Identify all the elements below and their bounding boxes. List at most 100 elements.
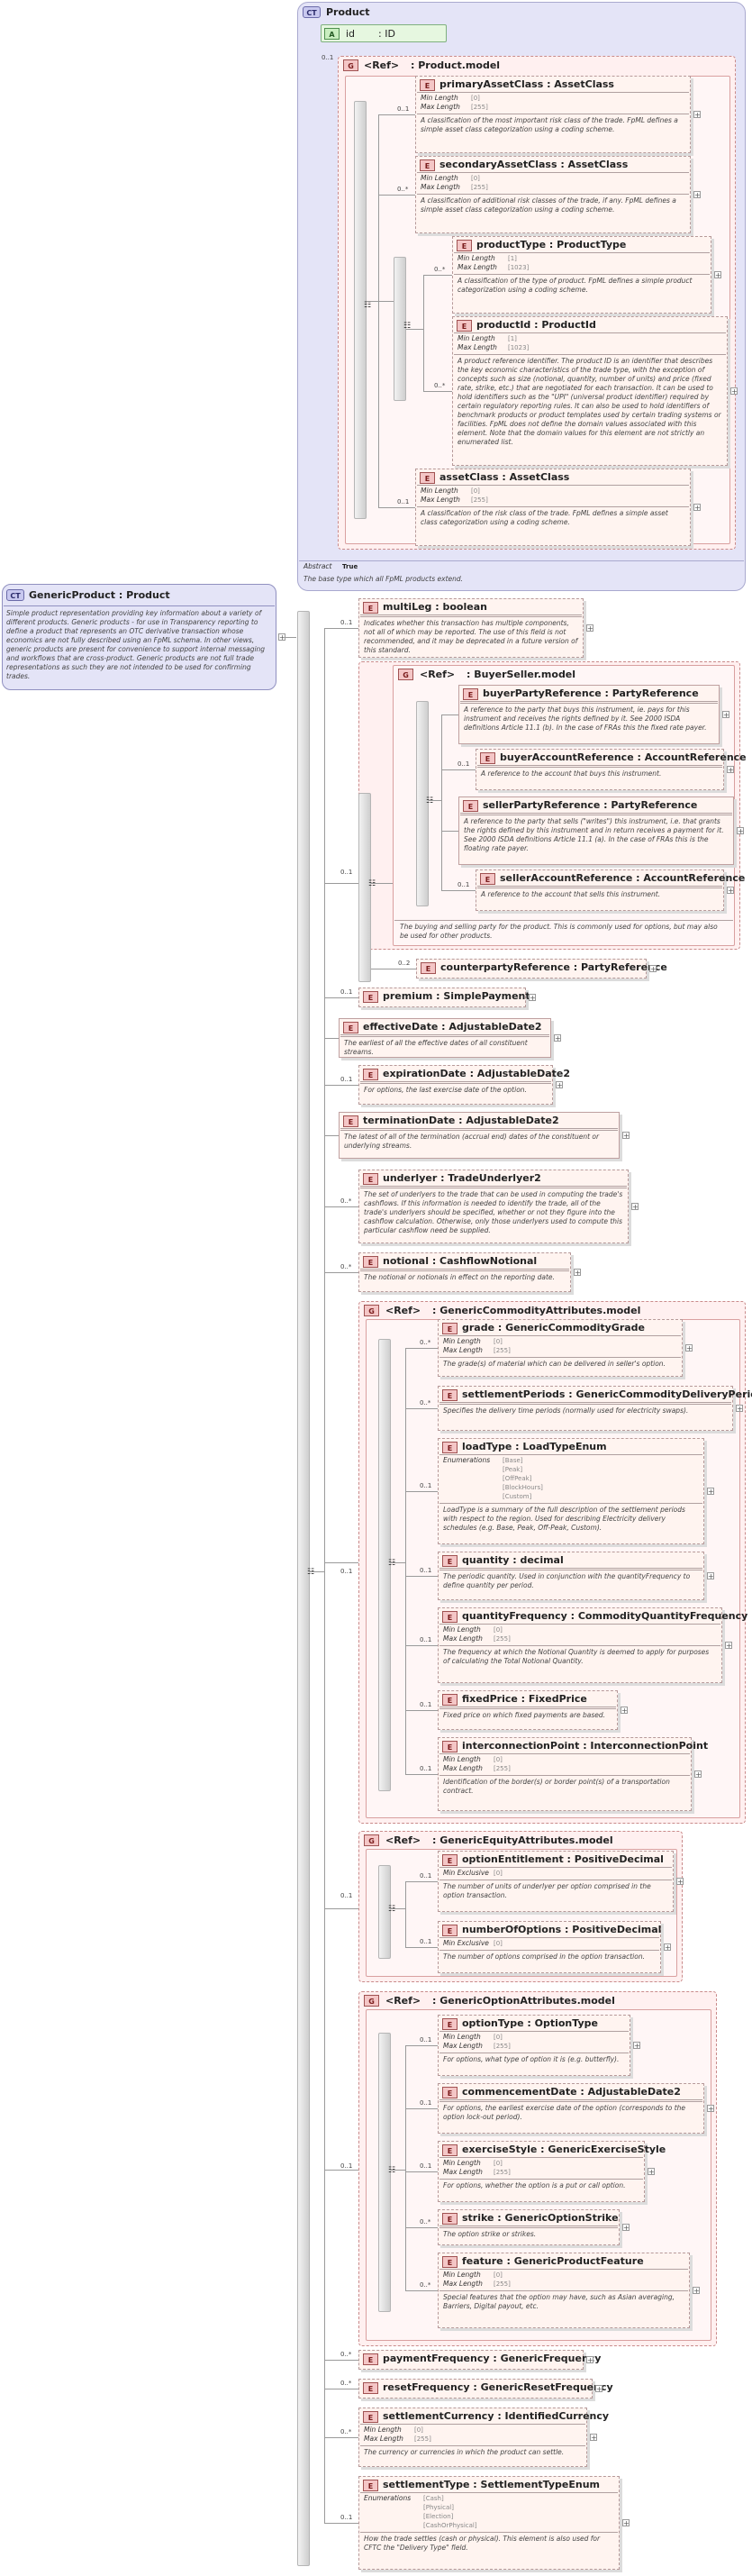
equity-sequence[interactable] <box>378 1865 391 1959</box>
buyerPartyReference-doc: A reference to the party that buys this … <box>464 705 707 732</box>
expand-icon[interactable]: + <box>649 965 657 973</box>
id-attribute[interactable] <box>321 24 447 42</box>
expand-icon[interactable]: + <box>736 1405 743 1413</box>
expand-icon[interactable]: + <box>693 2287 700 2295</box>
commodity-sequence[interactable] <box>378 1339 391 1791</box>
expand-icon[interactable]: + <box>693 504 701 512</box>
facet-value: [0] <box>494 2160 503 2167</box>
grade-element[interactable] <box>438 1319 683 1377</box>
connector <box>378 114 415 115</box>
element[interactable] <box>358 2379 593 2399</box>
expand-icon[interactable]: + <box>529 994 536 1002</box>
expand-icon[interactable]: + <box>727 766 734 774</box>
secondaryAssetClass-element[interactable] <box>415 156 691 233</box>
expand-icon[interactable]: + <box>737 827 744 835</box>
separator <box>360 1270 569 1271</box>
expand-icon[interactable]: + <box>730 387 738 396</box>
expand-icon[interactable]: + <box>664 1943 671 1952</box>
interconnectionPoint-element[interactable] <box>438 1737 692 1811</box>
cardinality: 0..1 <box>340 1892 353 1899</box>
expand-icon[interactable]: + <box>631 1203 639 1211</box>
buyerAccountReference-element[interactable] <box>476 749 724 790</box>
separator <box>439 1335 681 1336</box>
expand-icon[interactable]: + <box>554 1034 561 1042</box>
separator <box>439 1708 616 1709</box>
element[interactable] <box>358 598 584 658</box>
element[interactable] <box>339 1112 620 1159</box>
sellerPartyReference-element[interactable] <box>458 796 734 865</box>
expand-icon[interactable]: + <box>685 1344 693 1352</box>
expand-icon[interactable]: + <box>622 2224 630 2232</box>
element-badge: E <box>420 159 435 171</box>
connector <box>441 769 476 770</box>
fixedPrice-element[interactable] <box>438 1690 618 1730</box>
element[interactable] <box>358 2350 584 2370</box>
expand-icon[interactable]: + <box>622 2519 630 2527</box>
product-type-id-sequence[interactable] <box>394 257 406 401</box>
optionType-element[interactable] <box>438 2015 630 2076</box>
element[interactable] <box>358 1065 553 1105</box>
connector <box>324 2170 358 2171</box>
assetClass-element[interactable] <box>415 469 691 546</box>
expand-icon[interactable]: + <box>693 111 701 119</box>
expand-icon[interactable]: + <box>727 887 734 895</box>
option-sequence[interactable] <box>378 2033 391 2312</box>
element[interactable] <box>358 1170 629 1243</box>
generic-product-sequence[interactable] <box>297 611 310 2566</box>
primaryAssetClass-element[interactable] <box>415 76 691 153</box>
element[interactable] <box>358 988 526 1007</box>
expand-icon[interactable]: + <box>574 1269 581 1277</box>
expand-icon[interactable]: + <box>633 2042 640 2050</box>
quantity-element[interactable] <box>438 1552 704 1600</box>
buyer-seller-sequence[interactable] <box>416 701 429 906</box>
expand-icon[interactable]: + <box>586 624 593 633</box>
element[interactable] <box>339 1018 551 1058</box>
productType-title: productType : ProductType <box>476 239 627 250</box>
element[interactable] <box>358 2476 620 2570</box>
expand-icon[interactable]: + <box>590 2434 597 2442</box>
numberOfOptions-element[interactable] <box>438 1921 661 1973</box>
product-model-sequence[interactable] <box>354 101 367 519</box>
productId-element[interactable] <box>452 316 728 466</box>
settlementPeriods-element[interactable] <box>438 1386 733 1431</box>
expand-icon[interactable]: + <box>586 2356 593 2364</box>
optionEntitlement-element[interactable] <box>438 1851 674 1912</box>
connector <box>405 1576 438 1577</box>
buyerPartyReference-element[interactable] <box>458 685 720 744</box>
element[interactable] <box>358 1252 571 1292</box>
expand-icon[interactable]: + <box>694 1770 702 1779</box>
expand-icon[interactable]: + <box>725 1642 732 1650</box>
expand-icon[interactable]: + <box>707 1572 714 1580</box>
abstract-label: Abstract <box>304 562 332 570</box>
separator <box>439 2179 643 2180</box>
facet-label: Max Length <box>443 2280 483 2288</box>
expand-icon[interactable]: + <box>722 711 729 719</box>
expand-icon[interactable]: + <box>707 2105 714 2113</box>
group-badge: G <box>364 1995 379 2007</box>
expand-icon[interactable]: + <box>622 1132 630 1140</box>
commencementDate-element[interactable] <box>438 2083 704 2134</box>
element[interactable] <box>358 2408 587 2467</box>
productType-element[interactable] <box>452 236 711 314</box>
expand-icon[interactable]: + <box>707 1488 714 1496</box>
expand-icon[interactable]: + <box>648 2168 655 2176</box>
expand-icon[interactable]: + <box>278 633 285 642</box>
element[interactable] <box>416 959 647 979</box>
choice-sequence[interactable] <box>358 793 371 982</box>
expand-icon[interactable]: + <box>714 271 721 279</box>
optionEntitlement-doc: The number of units of underlyer per opt… <box>443 1882 651 1899</box>
expand-icon[interactable]: + <box>676 1878 684 1886</box>
loadType-element[interactable] <box>438 1438 704 1544</box>
expand-icon[interactable]: + <box>556 1081 563 1089</box>
exerciseStyle-element[interactable] <box>438 2141 645 2202</box>
expand-icon[interactable]: + <box>621 1707 628 1715</box>
expand-icon[interactable]: + <box>693 191 701 199</box>
separator <box>340 1036 549 1037</box>
primaryAssetClass-doc: A classification of the most important r… <box>421 116 678 133</box>
separator <box>360 1186 627 1187</box>
facet-value: [255] <box>471 496 488 504</box>
sellerAccountReference-element[interactable] <box>476 869 724 911</box>
expand-icon[interactable]: + <box>595 2385 603 2393</box>
enumeration-value: [Peak] <box>503 1466 523 1473</box>
connector <box>391 2170 405 2171</box>
